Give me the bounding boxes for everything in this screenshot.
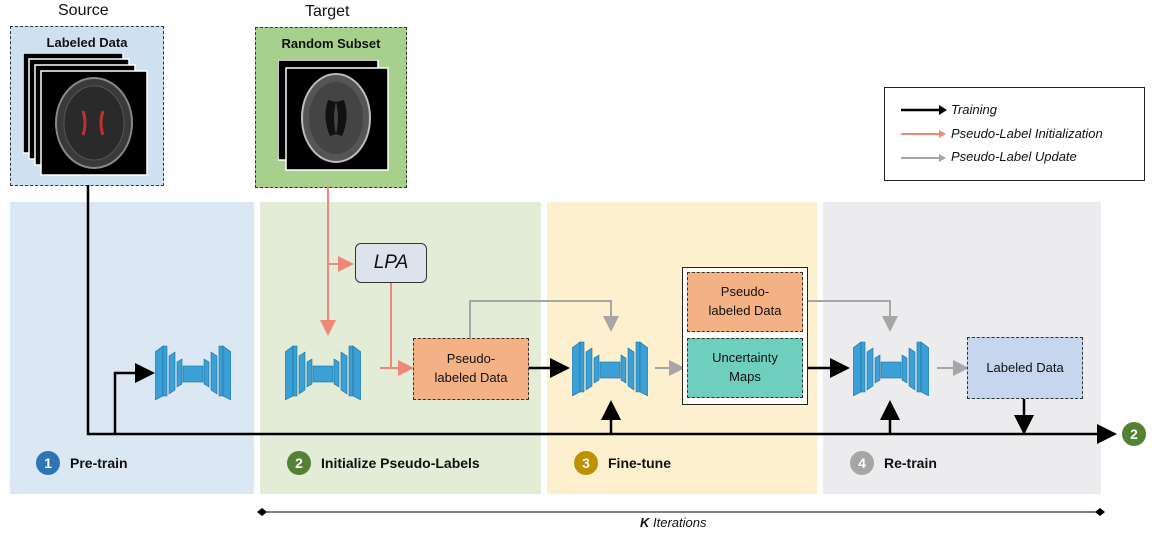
stage-name: Fine-tune <box>608 455 671 471</box>
labeled-data-box: Labeled Data <box>967 337 1083 399</box>
stage-finetune-label: 3 Fine-tune <box>574 451 671 475</box>
stage-retrain-label: 4 Re-train <box>850 451 937 475</box>
lpa-box: LPA <box>355 243 427 283</box>
target-panel: Random Subset <box>255 27 407 188</box>
unet-icon <box>285 345 361 400</box>
k-iterations-label: K Iterations <box>640 515 706 530</box>
pretrain-stage <box>10 202 254 494</box>
k-symbol: K <box>640 515 650 530</box>
legend: Training Pseudo-Label Initialization Pse… <box>884 87 1145 181</box>
stage-number-badge: 3 <box>574 451 598 475</box>
target-panel-title: Random Subset <box>281 36 381 51</box>
legend-training: Training <box>951 102 998 117</box>
stage-number-badge: 4 <box>850 451 874 475</box>
source-panel-title: Labeled Data <box>46 35 128 50</box>
unet-icon <box>853 341 929 396</box>
source-panel: Labeled Data <box>10 26 164 186</box>
iterations-text: Iterations <box>649 515 707 530</box>
source-header: Source <box>58 2 109 19</box>
stage-pretrain-label: 1 Pre-train <box>36 451 128 475</box>
legend-arrows <box>901 105 947 162</box>
unet-icon <box>155 345 231 400</box>
stage-number-badge: 2 <box>287 451 311 475</box>
pseudo-labeled-data-box: Pseudo- labeled Data <box>687 272 803 332</box>
brain-mri-icon <box>23 53 148 176</box>
stage-name: Initialize Pseudo-Labels <box>321 455 480 471</box>
stage-number-badge: 1 <box>36 451 60 475</box>
uncertainty-maps-box: Uncertainty Maps <box>687 338 803 398</box>
stage-initialize-label: 2 Initialize Pseudo-Labels <box>287 451 480 475</box>
stage-name: Pre-train <box>70 455 128 471</box>
pseudo-labeled-data-box: Pseudo- labeled Data <box>413 338 529 400</box>
unet-icon <box>572 341 648 396</box>
stage-name: Re-train <box>884 455 937 471</box>
legend-pseudo-init: Pseudo-Label Initialization <box>951 126 1103 141</box>
loop-stage-badge: 2 <box>1122 422 1146 446</box>
finetune-inputs-group: Pseudo- labeled Data Uncertainty Maps <box>682 267 808 405</box>
brain-mri-icon <box>278 60 389 171</box>
target-header: Target <box>305 3 350 20</box>
legend-pseudo-update: Pseudo-Label Update <box>951 149 1077 164</box>
